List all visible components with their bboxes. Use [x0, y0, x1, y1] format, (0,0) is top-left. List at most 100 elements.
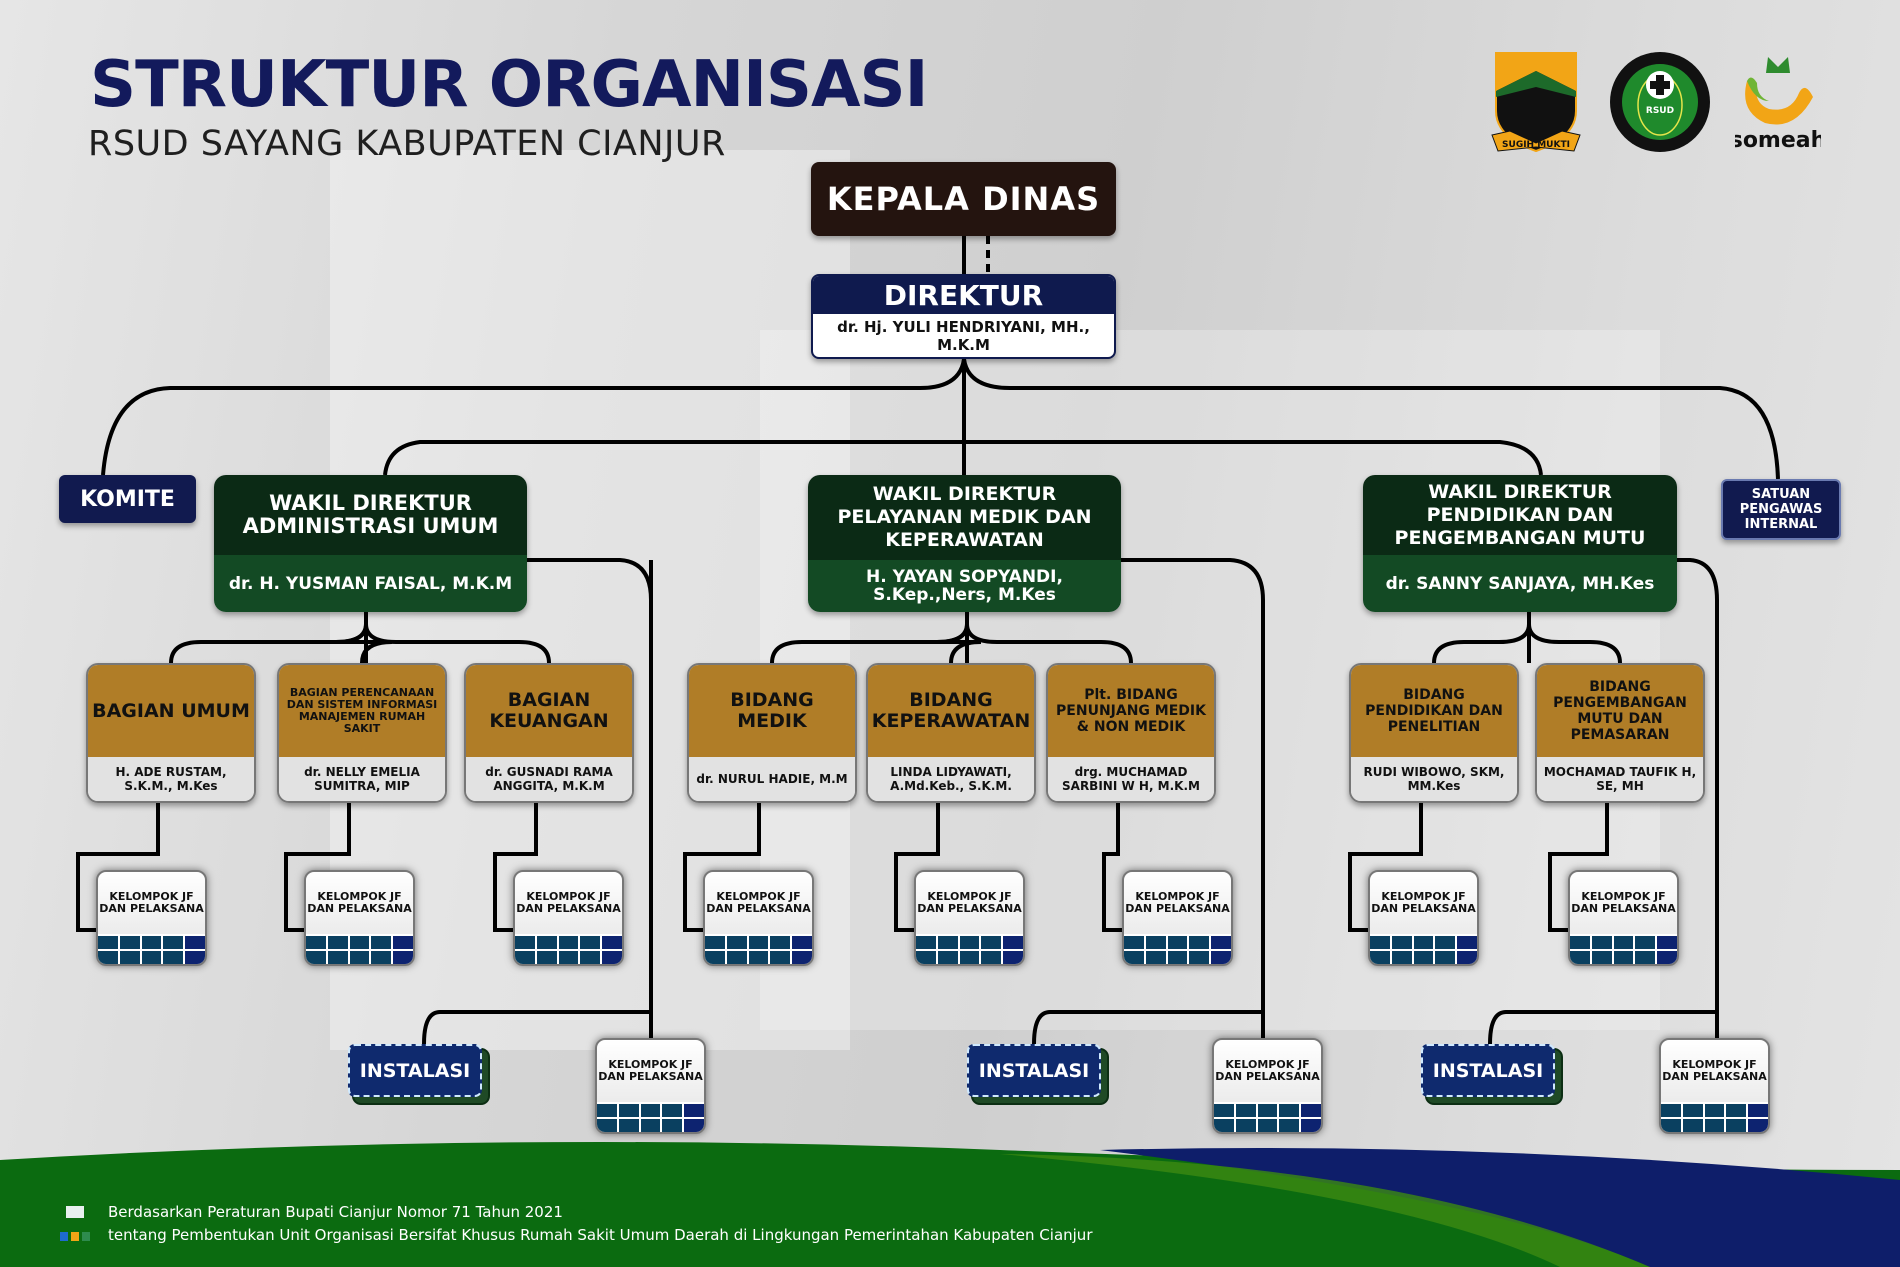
- wadir-title: WAKIL DIREKTUR PENDIDIKAN DAN PENGEMBANG…: [1363, 475, 1677, 555]
- page-title: STRUKTUR ORGANISASI: [90, 48, 928, 122]
- wadir-bagian-line: [1527, 623, 1622, 664]
- bagian-name: dr. GUSNADI RAMA ANGGITA, M.K.M: [466, 757, 632, 801]
- kelompok-jf-box: KELOMPOK JF DAN PELAKSANA: [595, 1038, 706, 1134]
- footer-wave: [0, 1142, 1900, 1267]
- wadir-box: WAKIL DIREKTUR PENDIDIKAN DAN PENGEMBANG…: [1363, 475, 1677, 612]
- wadir-name: dr. H. YUSMAN FAISAL, M.K.M: [214, 555, 527, 612]
- bagian-title: BIDANG KEPERAWATAN: [868, 665, 1034, 757]
- direktur-title: DIREKTUR: [813, 276, 1114, 314]
- kelompok-label: KELOMPOK JF DAN PELAKSANA: [706, 890, 811, 915]
- kelompok-jf-box: KELOMPOK JF DAN PELAKSANA: [513, 870, 624, 966]
- someah-logo-icon: someah: [1735, 57, 1821, 153]
- direktur-wadir1-line: [383, 440, 964, 476]
- direktur-box: DIREKTUR dr. Hj. YULI HENDRIYANI, MH., M…: [811, 274, 1116, 359]
- kelompok-grid-icon: [597, 1102, 704, 1132]
- regulation-icon: [60, 1206, 90, 1241]
- bagian-kelompok-line: [683, 803, 761, 932]
- instalasi-box: INSTALASI: [1421, 1044, 1555, 1097]
- wadir-bagian-line: [1432, 623, 1531, 664]
- kelompok-grid-icon: [306, 934, 413, 964]
- kelompok-label: KELOMPOK JF DAN PELAKSANA: [307, 890, 412, 915]
- wadir-bagian-line: [965, 623, 1133, 664]
- wadir2-instalasi-line: [1032, 558, 1265, 1045]
- page-subtitle: RSUD SAYANG KABUPATEN CIANJUR: [88, 124, 726, 164]
- bagian-name: drg. MUCHAMAD SARBINI W H, M.K.M: [1048, 757, 1214, 801]
- bagian-title: BAGIAN PERENCANAAN DAN SISTEM INFORMASI …: [279, 665, 445, 757]
- kelompok-label: KELOMPOK JF DAN PELAKSANA: [516, 890, 621, 915]
- wadir-title: WAKIL DIREKTUR ADMINISTRASI UMUM: [214, 475, 527, 555]
- kelompok-jf-box: KELOMPOK JF DAN PELAKSANA: [304, 870, 415, 966]
- kelompok-label: KELOMPOK JF DAN PELAKSANA: [598, 1058, 703, 1083]
- bagian-title: BAGIAN UMUM: [88, 665, 254, 757]
- bagian-title: BIDANG PENDIDIKAN DAN PENELITIAN: [1351, 665, 1517, 757]
- bagian-kelompok-line: [1548, 803, 1609, 932]
- wadir-bagian-line: [335, 623, 393, 664]
- kelompok-grid-icon: [1661, 1102, 1768, 1132]
- kelompok-jf-box: KELOMPOK JF DAN PELAKSANA: [703, 870, 814, 966]
- wadir-title: WAKIL DIREKTUR PELAYANAN MEDIK DAN KEPER…: [808, 475, 1121, 560]
- wadir3-instalasi-line: [1488, 558, 1719, 1045]
- kabupaten-cianjur-crest-icon: SUGIH MUKTI: [1491, 52, 1581, 153]
- bagian-name: LINDA LIDYAWATI, A.Md.Keb., S.K.M.: [868, 757, 1034, 801]
- bagian-name: RUDI WIBOWO, SKM, MM.Kes: [1351, 757, 1517, 801]
- instalasi-box: INSTALASI: [348, 1044, 482, 1097]
- bagian-kelompok-line: [284, 803, 351, 932]
- kelompok-label: KELOMPOK JF DAN PELAKSANA: [1662, 1058, 1767, 1083]
- kelompok-grid-icon: [1214, 1102, 1321, 1132]
- kelompok-label: KELOMPOK JF DAN PELAKSANA: [99, 890, 204, 915]
- svg-text:SUGIH MUKTI: SUGIH MUKTI: [1502, 140, 1570, 150]
- kelompok-label: KELOMPOK JF DAN PELAKSANA: [1371, 890, 1476, 915]
- kelompok-jf-box: KELOMPOK JF DAN PELAKSANA: [1368, 870, 1479, 966]
- kelompok-label: KELOMPOK JF DAN PELAKSANA: [1571, 890, 1676, 915]
- bagian-kelompok-line: [894, 803, 940, 932]
- kelompok-grid-icon: [1570, 934, 1677, 964]
- bagian-title: BAGIAN KEUANGAN: [466, 665, 632, 757]
- bagian-name: dr. NELLY EMELIA SUMITRA, MIP: [279, 757, 445, 801]
- kelompok-label: KELOMPOK JF DAN PELAKSANA: [1125, 890, 1230, 915]
- bagian-kelompok-line: [1102, 803, 1122, 932]
- wadir-name: H. YAYAN SOPYANDI, S.Kep.,Ners, M.Kes: [808, 560, 1121, 612]
- wadir-bagian-line: [936, 623, 982, 664]
- bagian-name: dr. NURUL HADIE, M.M: [689, 757, 855, 801]
- kelompok-grid-icon: [1124, 934, 1231, 964]
- direktur-komite-line: [101, 358, 966, 476]
- kelompok-jf-box: KELOMPOK JF DAN PELAKSANA: [96, 870, 207, 966]
- bagian-name: H. ADE RUSTAM, S.K.M., M.Kes: [88, 757, 254, 801]
- direktur-wadir3-line: [964, 440, 1543, 476]
- kepala-dinas-box: KEPALA DINAS: [811, 162, 1116, 236]
- bagian-kelompok-line: [1348, 803, 1423, 932]
- rsud-emblem-icon: RSUD: [1610, 52, 1710, 152]
- satuan-pengawas-internal-box: SATUAN PENGAWAS INTERNAL: [1721, 479, 1841, 540]
- kelompok-jf-box: KELOMPOK JF DAN PELAKSANA: [1659, 1038, 1770, 1134]
- instalasi-box: INSTALASI: [967, 1044, 1101, 1097]
- kelompok-grid-icon: [705, 934, 812, 964]
- bagian-kelompok-line: [76, 803, 160, 932]
- bagian-kelompok-line: [493, 803, 538, 932]
- bagian-title: BIDANG PENGEMBANGAN MUTU DAN PEMASARAN: [1537, 665, 1703, 757]
- komite-box: KOMITE: [59, 475, 196, 523]
- direktur-name: dr. Hj. YULI HENDRIYANI, MH., M.K.M: [837, 317, 1090, 354]
- wadir1-instalasi-line: [422, 558, 654, 1045]
- bagian-title: BIDANG MEDIK: [689, 665, 855, 757]
- kelompok-jf-box: KELOMPOK JF DAN PELAKSANA: [1122, 870, 1233, 966]
- kelompok-grid-icon: [1370, 934, 1477, 964]
- wadir-name: dr. SANNY SANJAYA, MH.Kes: [1363, 555, 1677, 612]
- kelompok-jf-box: KELOMPOK JF DAN PELAKSANA: [1568, 870, 1679, 966]
- footer-regulation-line1: Berdasarkan Peraturan Bupati Cianjur Nom…: [108, 1203, 563, 1221]
- kelompok-grid-icon: [98, 934, 205, 964]
- svg-text:RSUD: RSUD: [1646, 106, 1674, 116]
- footer-regulation-line2: tentang Pembentukan Unit Organisasi Bers…: [108, 1226, 1093, 1244]
- kelompok-grid-icon: [916, 934, 1023, 964]
- kelompok-grid-icon: [515, 934, 622, 964]
- bagian-box: BAGIAN PERENCANAAN DAN SISTEM INFORMASI …: [277, 663, 447, 803]
- kelompok-label: KELOMPOK JF DAN PELAKSANA: [1215, 1058, 1320, 1083]
